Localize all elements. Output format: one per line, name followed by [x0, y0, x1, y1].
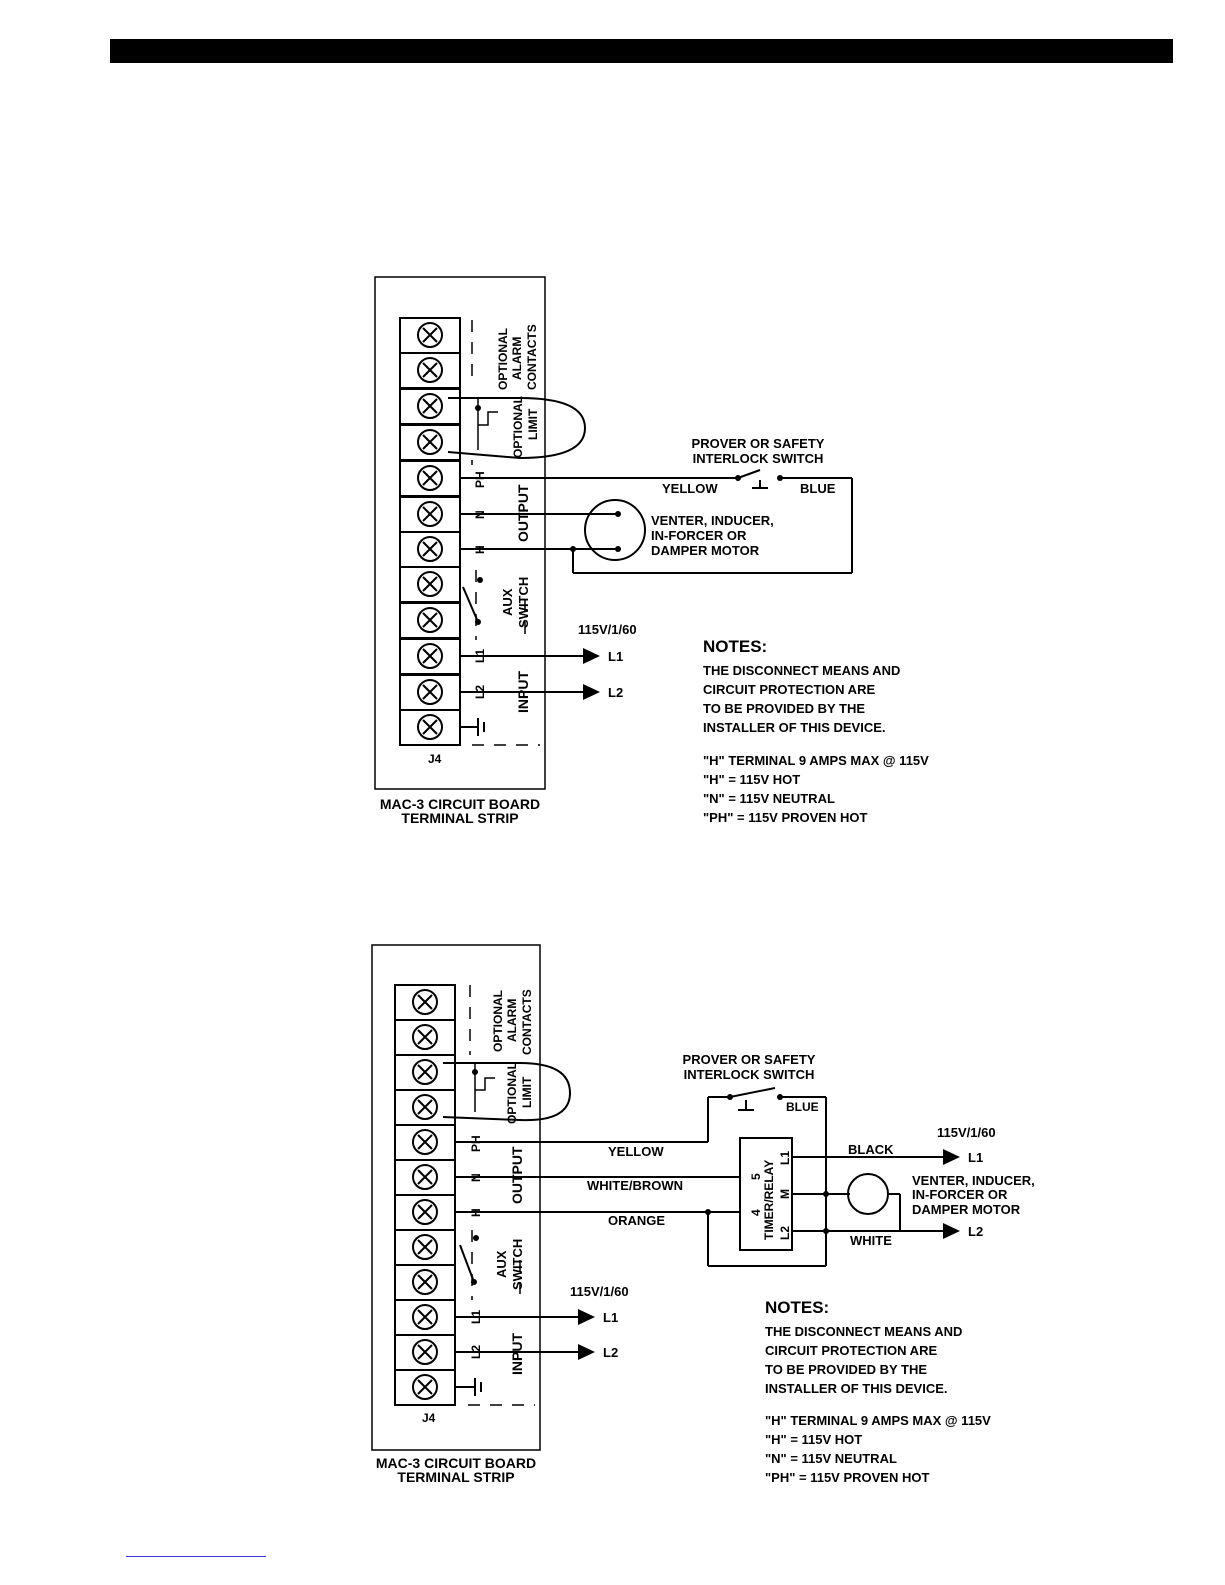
- terminal-l1: L1: [473, 649, 487, 663]
- optional-label: OPTIONAL: [491, 990, 505, 1052]
- terminal-block: [394, 984, 456, 1406]
- note-line-4: INSTALLER OF THIS DEVICE.: [765, 1381, 948, 1396]
- alarm-label: ALARM: [505, 999, 519, 1042]
- limit-label: LIMIT: [526, 408, 540, 440]
- diagram-2: OPTIONAL ALARM CONTACTS OPTIONAL LIMIT O…: [371, 944, 1035, 1485]
- notes-title: NOTES:: [703, 637, 767, 656]
- motor-label-2: IN-FORCER OR: [912, 1187, 1008, 1202]
- motor-label-1: VENTER, INDUCER,: [651, 513, 774, 528]
- aux-label: AUX: [494, 1250, 509, 1278]
- note-line-3: TO BE PROVIDED BY THE: [703, 701, 865, 716]
- relay-label: TIMER/RELAY: [762, 1160, 776, 1240]
- j4-label: J4: [428, 752, 442, 766]
- terminal-h: H: [469, 1208, 483, 1217]
- terminal-l2: L2: [473, 685, 487, 699]
- optional-label: OPTIONAL: [496, 328, 510, 390]
- switch-label: SWITCH: [510, 1239, 525, 1290]
- rating-line-2: "H" = 115V HOT: [765, 1432, 862, 1447]
- supply-label: 115V/1/60: [570, 1284, 629, 1299]
- rating-line-4: "PH" = 115V PROVEN HOT: [765, 1470, 929, 1485]
- blue-wire-label: BLUE: [800, 481, 836, 496]
- l1-label: L1: [608, 649, 623, 664]
- rating-line-1: "H" TERMINAL 9 AMPS MAX @ 115V: [703, 753, 929, 768]
- optional-limit-label: OPTIONAL: [511, 396, 525, 458]
- l1-out-label: L1: [968, 1150, 983, 1165]
- board-title: MAC-3 CIRCUIT BOARD: [380, 796, 540, 812]
- note-line-4: INSTALLER OF THIS DEVICE.: [703, 720, 886, 735]
- interlock-label: INTERLOCK SWITCH: [693, 451, 824, 466]
- yellow-wire-label: YELLOW: [662, 481, 718, 496]
- relay-pin-l1: L1: [778, 1151, 792, 1165]
- terminal-ph: PH: [469, 1135, 483, 1152]
- terminal-block: [399, 317, 461, 746]
- footer-link-underline[interactable]: [126, 1556, 266, 1557]
- rating-line-3: "N" = 115V NEUTRAL: [765, 1451, 897, 1466]
- terminal-n: N: [473, 510, 487, 519]
- rating-line-4: "PH" = 115V PROVEN HOT: [703, 810, 867, 825]
- terminal-h: H: [473, 545, 487, 554]
- optional-limit-label: OPTIONAL: [505, 1062, 519, 1124]
- supply-top-label: 115V/1/60: [937, 1125, 996, 1140]
- white-wire-label: WHITE: [850, 1233, 892, 1248]
- header-bar: [110, 39, 1173, 63]
- motor-label-2: IN-FORCER OR: [651, 528, 747, 543]
- rating-line-3: "N" = 115V NEUTRAL: [703, 791, 835, 806]
- note-line-2: CIRCUIT PROTECTION ARE: [765, 1343, 937, 1358]
- l2-out-label: L2: [968, 1224, 983, 1239]
- output-label: OUTPUT: [509, 1146, 525, 1204]
- contacts-label: CONTACTS: [520, 989, 534, 1055]
- contacts-label: CONTACTS: [525, 324, 539, 390]
- relay-pin-l2: L2: [778, 1226, 792, 1240]
- note-line-1: THE DISCONNECT MEANS AND: [703, 663, 900, 678]
- j4-label: J4: [422, 1411, 436, 1425]
- rating-line-2: "H" = 115V HOT: [703, 772, 800, 787]
- note-line-2: CIRCUIT PROTECTION ARE: [703, 682, 875, 697]
- white-brown-wire-label: WHITE/BROWN: [587, 1178, 683, 1193]
- alarm-label: ALARM: [510, 337, 524, 380]
- motor-label-3: DAMPER MOTOR: [912, 1202, 1021, 1217]
- terminal-l2: L2: [469, 1345, 483, 1359]
- orange-wire-label: ORANGE: [608, 1213, 665, 1228]
- note-line-1: THE DISCONNECT MEANS AND: [765, 1324, 962, 1339]
- board-title: MAC-3 CIRCUIT BOARD: [376, 1455, 536, 1471]
- relay-pin-4: 4: [749, 1209, 763, 1216]
- aux-label: AUX: [500, 588, 515, 616]
- rating-line-1: "H" TERMINAL 9 AMPS MAX @ 115V: [765, 1413, 991, 1428]
- input-label: INPUT: [515, 671, 531, 713]
- board-outline: [371, 944, 541, 1451]
- note-line-3: TO BE PROVIDED BY THE: [765, 1362, 927, 1377]
- board-outline: [374, 276, 546, 790]
- prover-label: PROVER OR SAFETY: [683, 1052, 816, 1067]
- terminal-n: N: [469, 1173, 483, 1182]
- motor-label-3: DAMPER MOTOR: [651, 543, 760, 558]
- interlock-label: INTERLOCK SWITCH: [684, 1067, 815, 1082]
- yellow-wire-label: YELLOW: [608, 1144, 664, 1159]
- black-wire-label: BLACK: [848, 1142, 894, 1157]
- l2-label: L2: [608, 685, 623, 700]
- relay-pin-m: M: [778, 1189, 792, 1199]
- terminal-ph: PH: [473, 471, 487, 488]
- diagram-1: OPTIONAL ALARM CONTACTS OPTIONAL LIMIT O…: [374, 276, 929, 826]
- l1-label: L1: [603, 1310, 618, 1325]
- blue-wire-label: BLUE: [786, 1100, 819, 1114]
- prover-label: PROVER OR SAFETY: [692, 436, 825, 451]
- terminal-l1: L1: [469, 1310, 483, 1324]
- output-label: OUTPUT: [515, 484, 531, 542]
- board-subtitle: TERMINAL STRIP: [397, 1469, 514, 1485]
- relay-pin-5: 5: [749, 1173, 763, 1180]
- motor-label-1: VENTER, INDUCER,: [912, 1173, 1035, 1188]
- supply-label: 115V/1/60: [578, 622, 637, 637]
- notes-title: NOTES:: [765, 1298, 829, 1317]
- switch-label: SWITCH: [516, 577, 531, 628]
- l2-label: L2: [603, 1345, 618, 1360]
- input-label: INPUT: [509, 1333, 525, 1375]
- board-subtitle: TERMINAL STRIP: [401, 810, 518, 826]
- limit-label: LIMIT: [520, 1076, 534, 1108]
